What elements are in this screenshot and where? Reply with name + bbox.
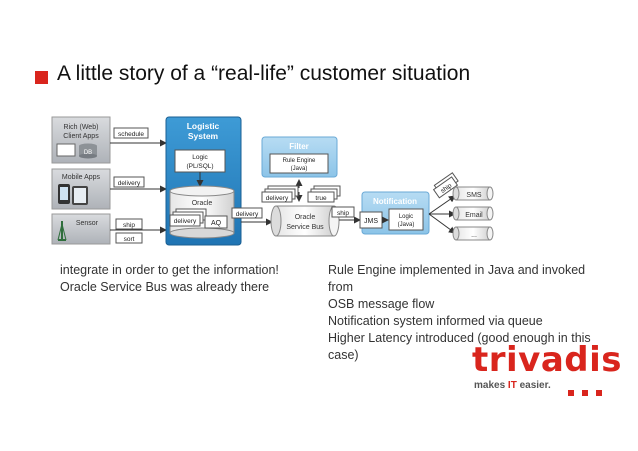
- mobile-apps-label: Mobile Apps: [62, 174, 101, 181]
- tagline-prefix: makes: [474, 380, 508, 391]
- more-label: ...: [471, 232, 477, 239]
- more-channel: [452, 226, 494, 241]
- sensor-label: Sensor: [76, 220, 99, 227]
- schedule-msg-label: schedule: [118, 131, 144, 138]
- notification-box: Notification JMS Logic (Java): [359, 191, 430, 235]
- left-notes: integrate in order to get the informatio…: [60, 262, 310, 296]
- osb-label-1: Oracle: [295, 214, 316, 221]
- notification-title: Notification: [373, 197, 417, 206]
- rule-engine-label-1: Rule Engine: [283, 158, 316, 164]
- sms-channel: [452, 186, 494, 201]
- ship-msg-label: ship: [123, 222, 135, 229]
- logo-tagline: makes IT easier.: [474, 380, 551, 391]
- aq-label: AQ: [211, 220, 222, 227]
- monitor-icon: [56, 143, 76, 157]
- logo-wordmark: trivadis: [472, 340, 623, 380]
- mobile-apps-box: Mobile Apps: [51, 168, 111, 210]
- logistic-title-2: System: [188, 131, 219, 141]
- java-logic-label-1: Logic: [399, 214, 413, 220]
- rule-engine-box: [269, 153, 329, 174]
- jms-label: JMS: [364, 218, 378, 225]
- tagline-suffix: easier.: [516, 380, 551, 391]
- filter-delivery-label: delivery: [266, 195, 289, 202]
- sms-label: SMS: [466, 192, 482, 199]
- right-note-line: Higher Latency introduced (good enough i…: [328, 331, 591, 345]
- logistic-system-box: Logistic System Logic (PL/SQL) Oracle de…: [165, 116, 242, 246]
- filter-delivery-msg: [261, 191, 293, 203]
- tagline-highlight: IT: [507, 380, 517, 391]
- logistic-title-1: Logistic: [187, 121, 220, 131]
- filter-box: Filter Rule Engine (Java): [261, 136, 338, 178]
- left-note-line: integrate in order to get the informatio…: [60, 263, 279, 277]
- right-notes: Rule Engine implemented in Java and invo…: [328, 262, 598, 364]
- sort-msg-label: sort: [124, 236, 135, 243]
- slide-title: A little story of a “real-life” customer…: [57, 62, 471, 85]
- rich-client-box: Rich (Web) Client Apps DB: [51, 116, 111, 164]
- right-note-line: Rule Engine implemented in Java and invo…: [328, 263, 586, 294]
- right-note-line: OSB message flow: [328, 297, 435, 311]
- delivery-msg-label: delivery: [118, 180, 141, 187]
- aq-delivery-label: delivery: [174, 218, 197, 225]
- aq-delivery-msg: [169, 214, 201, 227]
- aq-box: [204, 215, 228, 229]
- schedule-msg: [113, 127, 149, 139]
- title-bullet: [35, 71, 48, 84]
- delivery-msg: [113, 176, 145, 188]
- plsql-logic-label-1: Logic: [192, 154, 208, 161]
- notif-ship-label: ship: [337, 210, 349, 217]
- osb-delivery-msg: [231, 207, 263, 219]
- db-label: DB: [84, 150, 92, 156]
- rich-client-label-1: Rich (Web): [64, 124, 99, 131]
- trivadis-logo: trivadis makes IT easier.: [472, 342, 622, 396]
- osb-cylinder: [270, 205, 340, 237]
- notif-ship-msg: [331, 206, 355, 218]
- logo-dots: [568, 383, 610, 401]
- antenna-icon: [57, 221, 67, 241]
- java-logic-box: [388, 208, 424, 231]
- right-note-line: case): [328, 348, 359, 362]
- right-note-line: Notification system informed via queue: [328, 314, 543, 328]
- ship-msg: [115, 218, 143, 230]
- email-channel: [452, 206, 494, 221]
- plsql-logic-label-2: (PL/SQL): [186, 163, 213, 170]
- true-msg: [307, 191, 335, 203]
- java-logic-label-2: (Java): [398, 222, 415, 228]
- osb-delivery-label: delivery: [236, 211, 259, 218]
- true-msg-label: true: [315, 195, 327, 202]
- email-label: Email: [465, 212, 483, 219]
- left-note-line: Oracle Service Bus was already there: [60, 280, 270, 294]
- sort-msg: [115, 232, 143, 244]
- sensor-box: Sensor: [51, 213, 111, 245]
- rule-engine-label-2: (Java): [291, 166, 308, 172]
- filter-title: Filter: [289, 142, 309, 151]
- rich-client-label-2: Client Apps: [63, 133, 99, 140]
- osb-label-2: Service Bus: [286, 224, 324, 231]
- oracle-db-label: Oracle: [192, 200, 213, 207]
